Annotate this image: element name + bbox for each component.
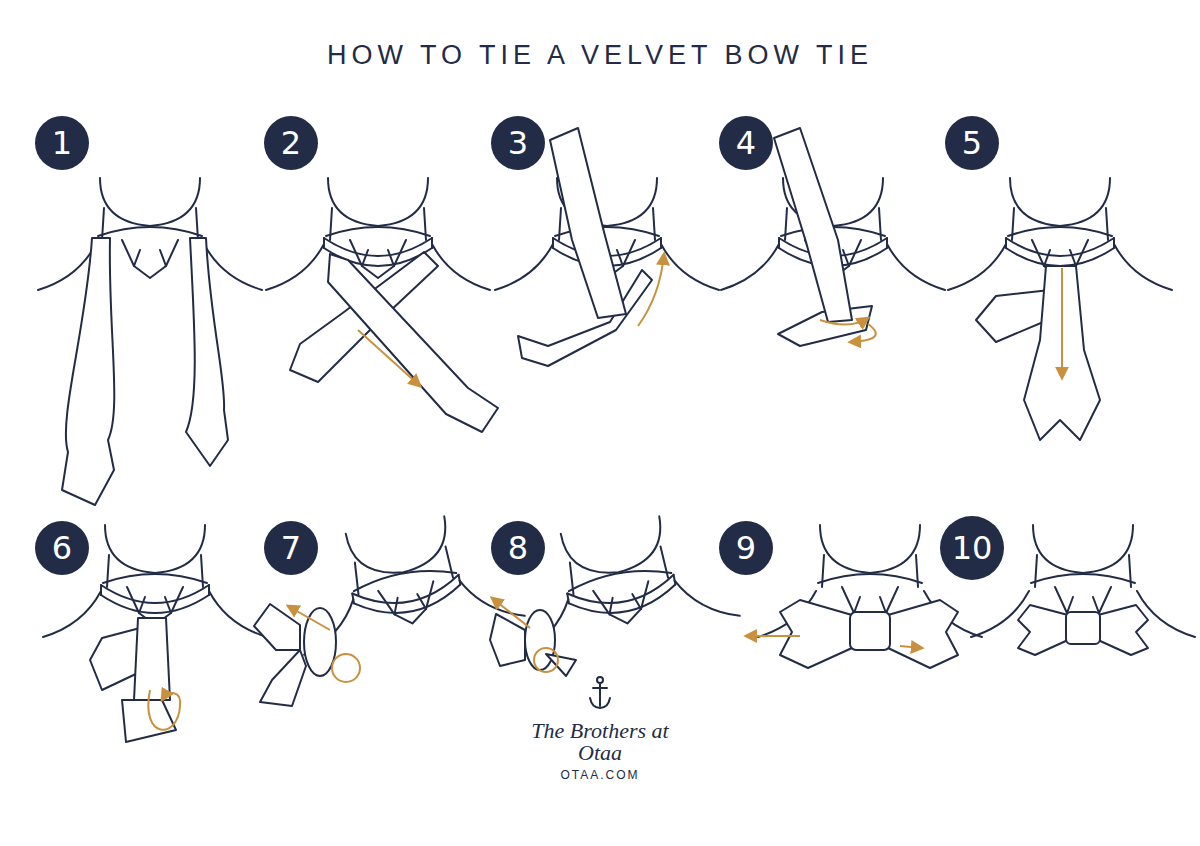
step-number: 8	[508, 532, 528, 564]
step-1-figure	[38, 178, 262, 505]
step-10-figure	[971, 525, 1195, 655]
step-number: 3	[508, 127, 528, 159]
step-number: 2	[281, 127, 301, 159]
step-number: 9	[736, 532, 756, 564]
step-number-circle: 9	[719, 521, 773, 575]
step-number: 10	[952, 532, 993, 564]
step-number: 1	[52, 127, 72, 159]
step-number: 6	[52, 532, 72, 564]
step-number-circle: 6	[35, 521, 89, 575]
step-number-circle: 8	[491, 521, 545, 575]
step-number: 7	[281, 532, 301, 564]
step-5-figure	[948, 178, 1172, 440]
anchor-logo	[590, 677, 610, 708]
step-number-circle: 5	[945, 116, 999, 170]
step-number-circle: 1	[35, 116, 89, 170]
website-label: OTAA.COM	[500, 768, 700, 782]
step-number: 4	[736, 127, 756, 159]
step-number-circle: 7	[264, 521, 318, 575]
step-number-circle: 2	[264, 116, 318, 170]
step-number-circle: 3	[491, 116, 545, 170]
step-number-circle: 4	[719, 116, 773, 170]
step-number: 5	[962, 127, 982, 159]
step-7-figure	[254, 506, 525, 706]
step-number-circle: 10	[940, 516, 1004, 580]
title: HOW TO TIE A VELVET BOW TIE	[0, 40, 1200, 71]
brand-logo-text: The Brothers at Otaa	[530, 720, 670, 764]
step-2-figure	[266, 178, 498, 432]
step-8-figure	[490, 506, 740, 676]
